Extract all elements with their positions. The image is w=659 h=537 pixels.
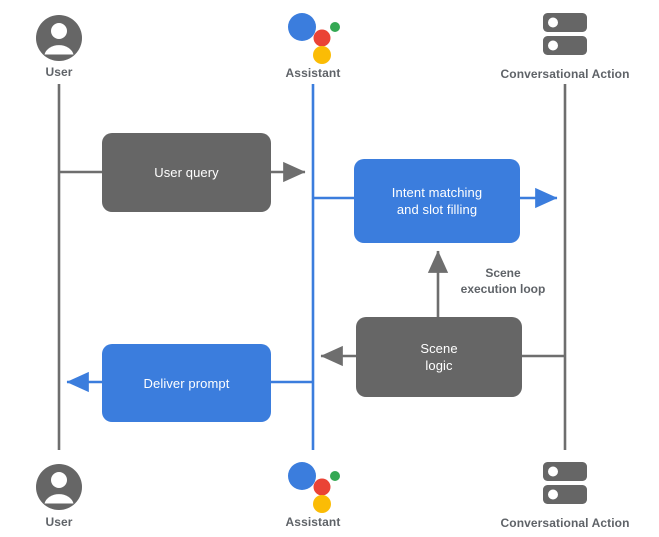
annotation-scene-execution-loop-line-1: Scene — [485, 266, 521, 280]
user-avatar-icon — [36, 464, 82, 510]
node-intent-matching-label-line-1: Intent matching — [391, 185, 483, 200]
node-deliver-prompt-label: Deliver prompt — [143, 375, 230, 391]
user-avatar-icon — [36, 15, 82, 61]
node-user-query[interactable]: User query — [102, 133, 271, 212]
annotation-scene-execution-loop: Scene execution loop — [461, 265, 546, 297]
actor-label-assistant-top: Assistant — [285, 66, 341, 80]
annotation-scene-execution-loop-line-2: execution loop — [460, 282, 546, 296]
node-intent-matching-label-line-2: and slot filling — [396, 202, 478, 217]
server-icon — [543, 462, 587, 504]
node-scene-logic-label-line-1: Scene — [420, 341, 458, 356]
actor-label-conversational-action-bottom: Conversational Action — [500, 516, 630, 530]
server-icon — [543, 13, 587, 55]
actor-label-assistant-bottom: Assistant — [285, 515, 341, 529]
actor-label-user-top: User — [45, 65, 73, 79]
actor-label-user-bottom: User — [45, 515, 73, 529]
node-user-query-label: User query — [154, 165, 219, 180]
node-scene-logic-label-line-2: logic — [425, 358, 453, 373]
google-assistant-icon — [288, 13, 340, 64]
node-deliver-prompt[interactable]: Deliver prompt — [102, 344, 271, 422]
node-scene-logic[interactable]: Scene logic — [356, 317, 522, 397]
google-assistant-icon — [288, 462, 340, 513]
node-intent-matching[interactable]: Intent matching and slot filling — [354, 159, 520, 243]
actor-label-conversational-action-top: Conversational Action — [500, 67, 630, 81]
